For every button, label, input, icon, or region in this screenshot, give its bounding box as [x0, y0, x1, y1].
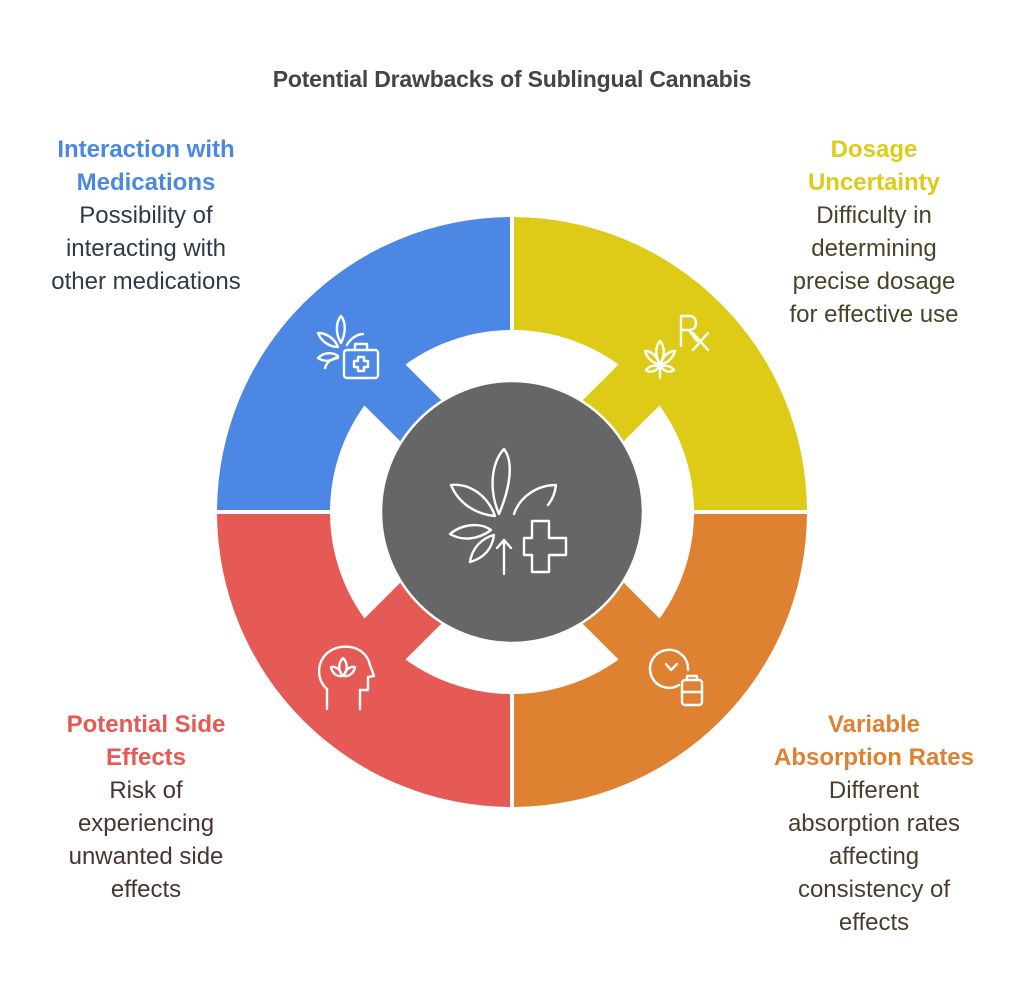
heading-line: Effects [105, 744, 187, 771]
cannabis-prescription-icon [643, 314, 710, 380]
description-line: determining [811, 235, 937, 262]
description-line: interacting with [65, 235, 227, 262]
description-line: Different [828, 777, 920, 804]
segment-label-top-right: Dosage Uncertainty Difficulty in determi… [744, 133, 1004, 331]
description-line: absorption rates [787, 810, 961, 837]
description-line: effects [110, 876, 182, 903]
heading-line: Absorption Rates [773, 744, 974, 771]
segment-heading: Interaction with Medications [16, 133, 276, 199]
ring-segment-bottom-right [514, 514, 807, 807]
description-line: precise dosage [792, 268, 956, 295]
description-line: unwanted side [68, 843, 224, 870]
segment-label-top-left: Interaction with Medications Possibility… [16, 133, 276, 298]
description-line: effects [838, 909, 910, 936]
cannabis-first-aid-kit-icon [316, 314, 380, 380]
segment-label-bottom-right: Variable Absorption Rates Different abso… [744, 708, 1004, 939]
segment-description: Difficulty in determining precise dosage… [744, 199, 1004, 331]
description-line: Risk of [109, 777, 183, 804]
segment-heading: Variable Absorption Rates [744, 708, 1004, 774]
heading-line: Potential Side [66, 711, 226, 738]
diagram-title: Potential Drawbacks of Sublingual Cannab… [272, 66, 752, 92]
heading-line: Variable [827, 711, 921, 738]
description-line: affecting [828, 843, 920, 870]
heading-line: Uncertainty [807, 169, 941, 196]
description-line: Possibility of [79, 202, 213, 229]
ring-segment-bottom-left [217, 514, 510, 807]
heading-line: Medications [76, 169, 216, 196]
segment-heading: Dosage Uncertainty [744, 133, 1004, 199]
cannabis-leaf-medical-cross-icon [448, 447, 568, 576]
description-line: experiencing [77, 810, 215, 837]
head-lotus-icon [317, 645, 376, 711]
description-line: consistency of [797, 876, 951, 903]
heading-line: Interaction with [57, 136, 235, 163]
ring-segment-top-left [217, 217, 510, 510]
segment-description: Different absorption rates affecting con… [744, 774, 1004, 939]
description-line: for effective use [789, 301, 959, 328]
segment-heading: Potential Side Effects [16, 708, 276, 774]
segment-label-bottom-left: Potential Side Effects Risk of experienc… [16, 708, 276, 906]
heading-line: Dosage [830, 136, 918, 163]
center-hub [379, 379, 645, 645]
description-line: other medications [51, 268, 241, 295]
segment-description: Possibility of interacting with other me… [16, 199, 276, 298]
description-line: Difficulty in [816, 202, 932, 229]
segment-description: Risk of experiencing unwanted side effec… [16, 774, 276, 906]
clock-battery-icon [648, 648, 704, 707]
